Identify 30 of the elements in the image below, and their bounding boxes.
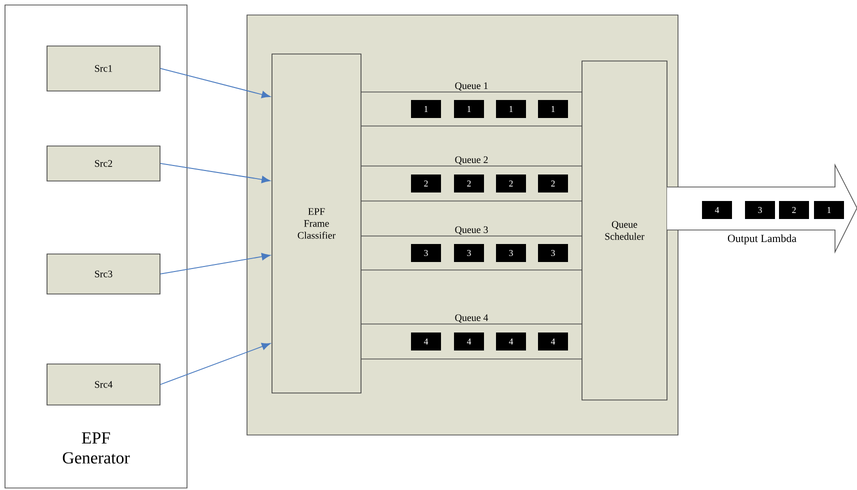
packet: 2 bbox=[411, 174, 441, 192]
packet: 3 bbox=[411, 244, 441, 262]
packet: 1 bbox=[411, 100, 441, 118]
packet: 2 bbox=[454, 174, 484, 192]
process-box: Queue Scheduler bbox=[582, 60, 668, 400]
packet: 3 bbox=[745, 201, 775, 219]
packet: 2 bbox=[538, 174, 568, 192]
arrow bbox=[160, 342, 270, 385]
packet: 4 bbox=[496, 332, 526, 350]
packet: 2 bbox=[779, 201, 809, 219]
packet: 1 bbox=[814, 201, 844, 219]
source-box: Src2 bbox=[46, 146, 160, 182]
packet: 3 bbox=[496, 244, 526, 262]
packet: 3 bbox=[538, 244, 568, 262]
packet: 4 bbox=[702, 201, 732, 219]
source-box: Src1 bbox=[46, 46, 160, 92]
arrow bbox=[160, 68, 270, 98]
packet: 2 bbox=[496, 174, 526, 192]
packet: 4 bbox=[538, 332, 568, 350]
packet: 4 bbox=[454, 332, 484, 350]
arrow bbox=[160, 163, 270, 184]
source-box: Src3 bbox=[46, 254, 160, 294]
packet: 1 bbox=[454, 100, 484, 118]
packet: 4 bbox=[411, 332, 441, 350]
packet: 1 bbox=[496, 100, 526, 118]
packet: 1 bbox=[538, 100, 568, 118]
packet: 3 bbox=[454, 244, 484, 262]
arrow bbox=[160, 253, 270, 274]
source-box: Src4 bbox=[46, 364, 160, 406]
process-box: EPF Frame Classifier bbox=[272, 54, 362, 394]
